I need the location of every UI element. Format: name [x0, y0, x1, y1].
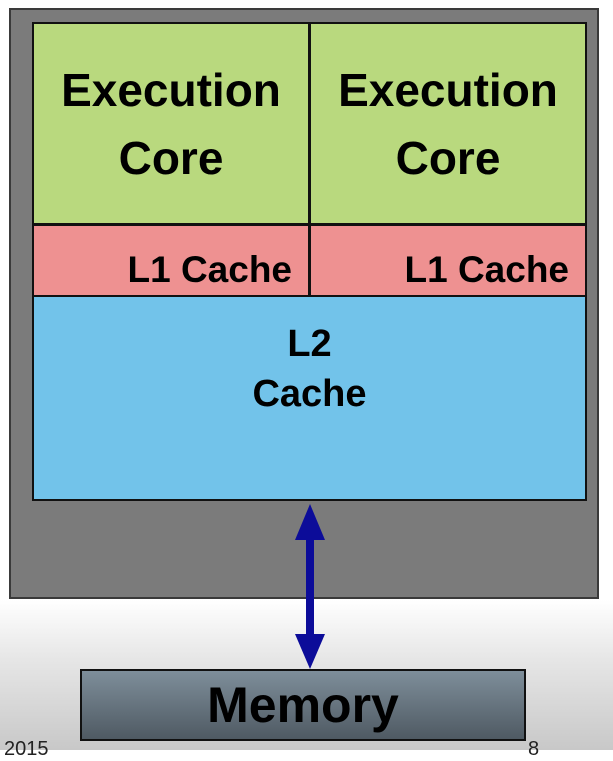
- core-label: Core: [118, 131, 224, 184]
- l1-label: L1 Cache: [404, 249, 569, 290]
- l2-label: L2: [287, 323, 332, 365]
- l1-label: L1 Cache: [127, 249, 292, 290]
- memory-block: Memory: [80, 669, 526, 741]
- memory-label: Memory: [207, 677, 399, 733]
- execution-core-2: Execution Core: [309, 22, 587, 225]
- core-label: Core: [395, 131, 501, 184]
- l1-cache-1: L1 Cache: [32, 224, 310, 297]
- core-label: Execution: [61, 63, 281, 116]
- l2-label: Cache: [252, 373, 367, 415]
- page-number: 8: [528, 738, 540, 760]
- core-label: Execution: [338, 63, 558, 116]
- execution-core-1: Execution Core: [32, 22, 310, 225]
- l2-cache: L2 Cache: [32, 295, 587, 501]
- bidirectional-arrow-icon: [295, 504, 325, 669]
- l1-cache-2: L1 Cache: [309, 224, 587, 297]
